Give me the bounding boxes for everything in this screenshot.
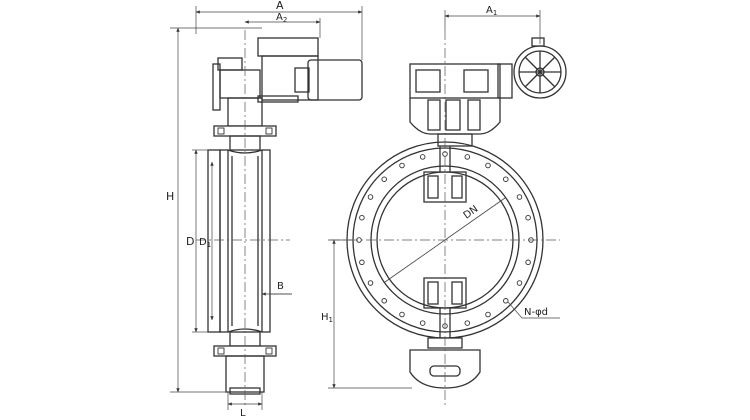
bolt-hole (516, 194, 523, 200)
bolt-hole (381, 176, 387, 182)
yoke-rib (467, 99, 481, 131)
label-A: A (276, 0, 284, 12)
bolt-hole (359, 214, 365, 221)
flange-bolt (217, 347, 225, 355)
label-D1: D1 (199, 237, 211, 249)
label-H1: H1 (321, 312, 333, 324)
actuator-base (257, 95, 299, 103)
gearbox-top (257, 37, 319, 57)
side-view-dimensions (170, 6, 363, 410)
bolt-hole-leader (507, 301, 523, 319)
label-D: D (186, 235, 194, 248)
bolt-hole (419, 154, 426, 160)
yoke-rib (427, 99, 441, 131)
boss-detail (451, 281, 463, 305)
motor-flange (294, 67, 310, 93)
bolt-hole (464, 154, 471, 160)
bolt-hole (381, 298, 387, 304)
bottom-cover (409, 349, 481, 389)
front-gearbox (409, 63, 501, 99)
front-view-dimensions (328, 10, 560, 389)
boss-detail (427, 175, 439, 199)
side-view (196, 30, 363, 405)
bolt-hole (485, 311, 491, 318)
boss-detail (451, 175, 463, 199)
bolt-hole (503, 298, 509, 304)
electric-motor (307, 59, 363, 101)
label-A1: A1 (486, 5, 497, 17)
gearbox-side (497, 63, 513, 99)
label-L: L (240, 408, 246, 419)
label-DN: DN (462, 204, 481, 222)
flange-bolt-holes (356, 151, 534, 329)
gearbox-body (261, 55, 319, 101)
handwheel-box (217, 57, 243, 71)
front-neck (437, 133, 473, 147)
yoke-rib (445, 99, 461, 131)
boss-detail (427, 281, 439, 305)
body-face-left (219, 149, 229, 333)
handwheel-side (212, 63, 221, 111)
bolt-hole (516, 280, 523, 286)
gearbox-panel (463, 69, 489, 93)
handwheel-spoke (524, 56, 556, 88)
bolt-hole (485, 162, 491, 169)
flange-bolt (217, 127, 225, 135)
flange-bolt (265, 347, 273, 355)
gearbox-panel (415, 69, 441, 93)
front-yoke (409, 98, 501, 135)
bolt-hole (464, 320, 471, 326)
label-bolt-holes: N-φd (524, 307, 548, 318)
label-B: B (277, 281, 284, 292)
label-A2: A2 (276, 12, 287, 24)
bolt-hole (367, 194, 374, 200)
bolt-hole (419, 320, 426, 326)
bolt-hole (399, 162, 405, 169)
bolt-hole (359, 259, 365, 266)
flange-bolt (265, 127, 273, 135)
front-view (330, 30, 567, 405)
bolt-hole (525, 259, 531, 266)
bolt-hole (525, 214, 531, 221)
stem-housing (229, 135, 261, 151)
handwheel-knob (531, 37, 545, 47)
label-H: H (166, 190, 174, 203)
bolt-hole (503, 176, 509, 182)
gear-housing (219, 69, 261, 99)
bolt-hole (367, 280, 374, 286)
bolt-hole (399, 311, 405, 318)
body-face-right (261, 149, 271, 333)
dim-DN-line (384, 197, 506, 283)
